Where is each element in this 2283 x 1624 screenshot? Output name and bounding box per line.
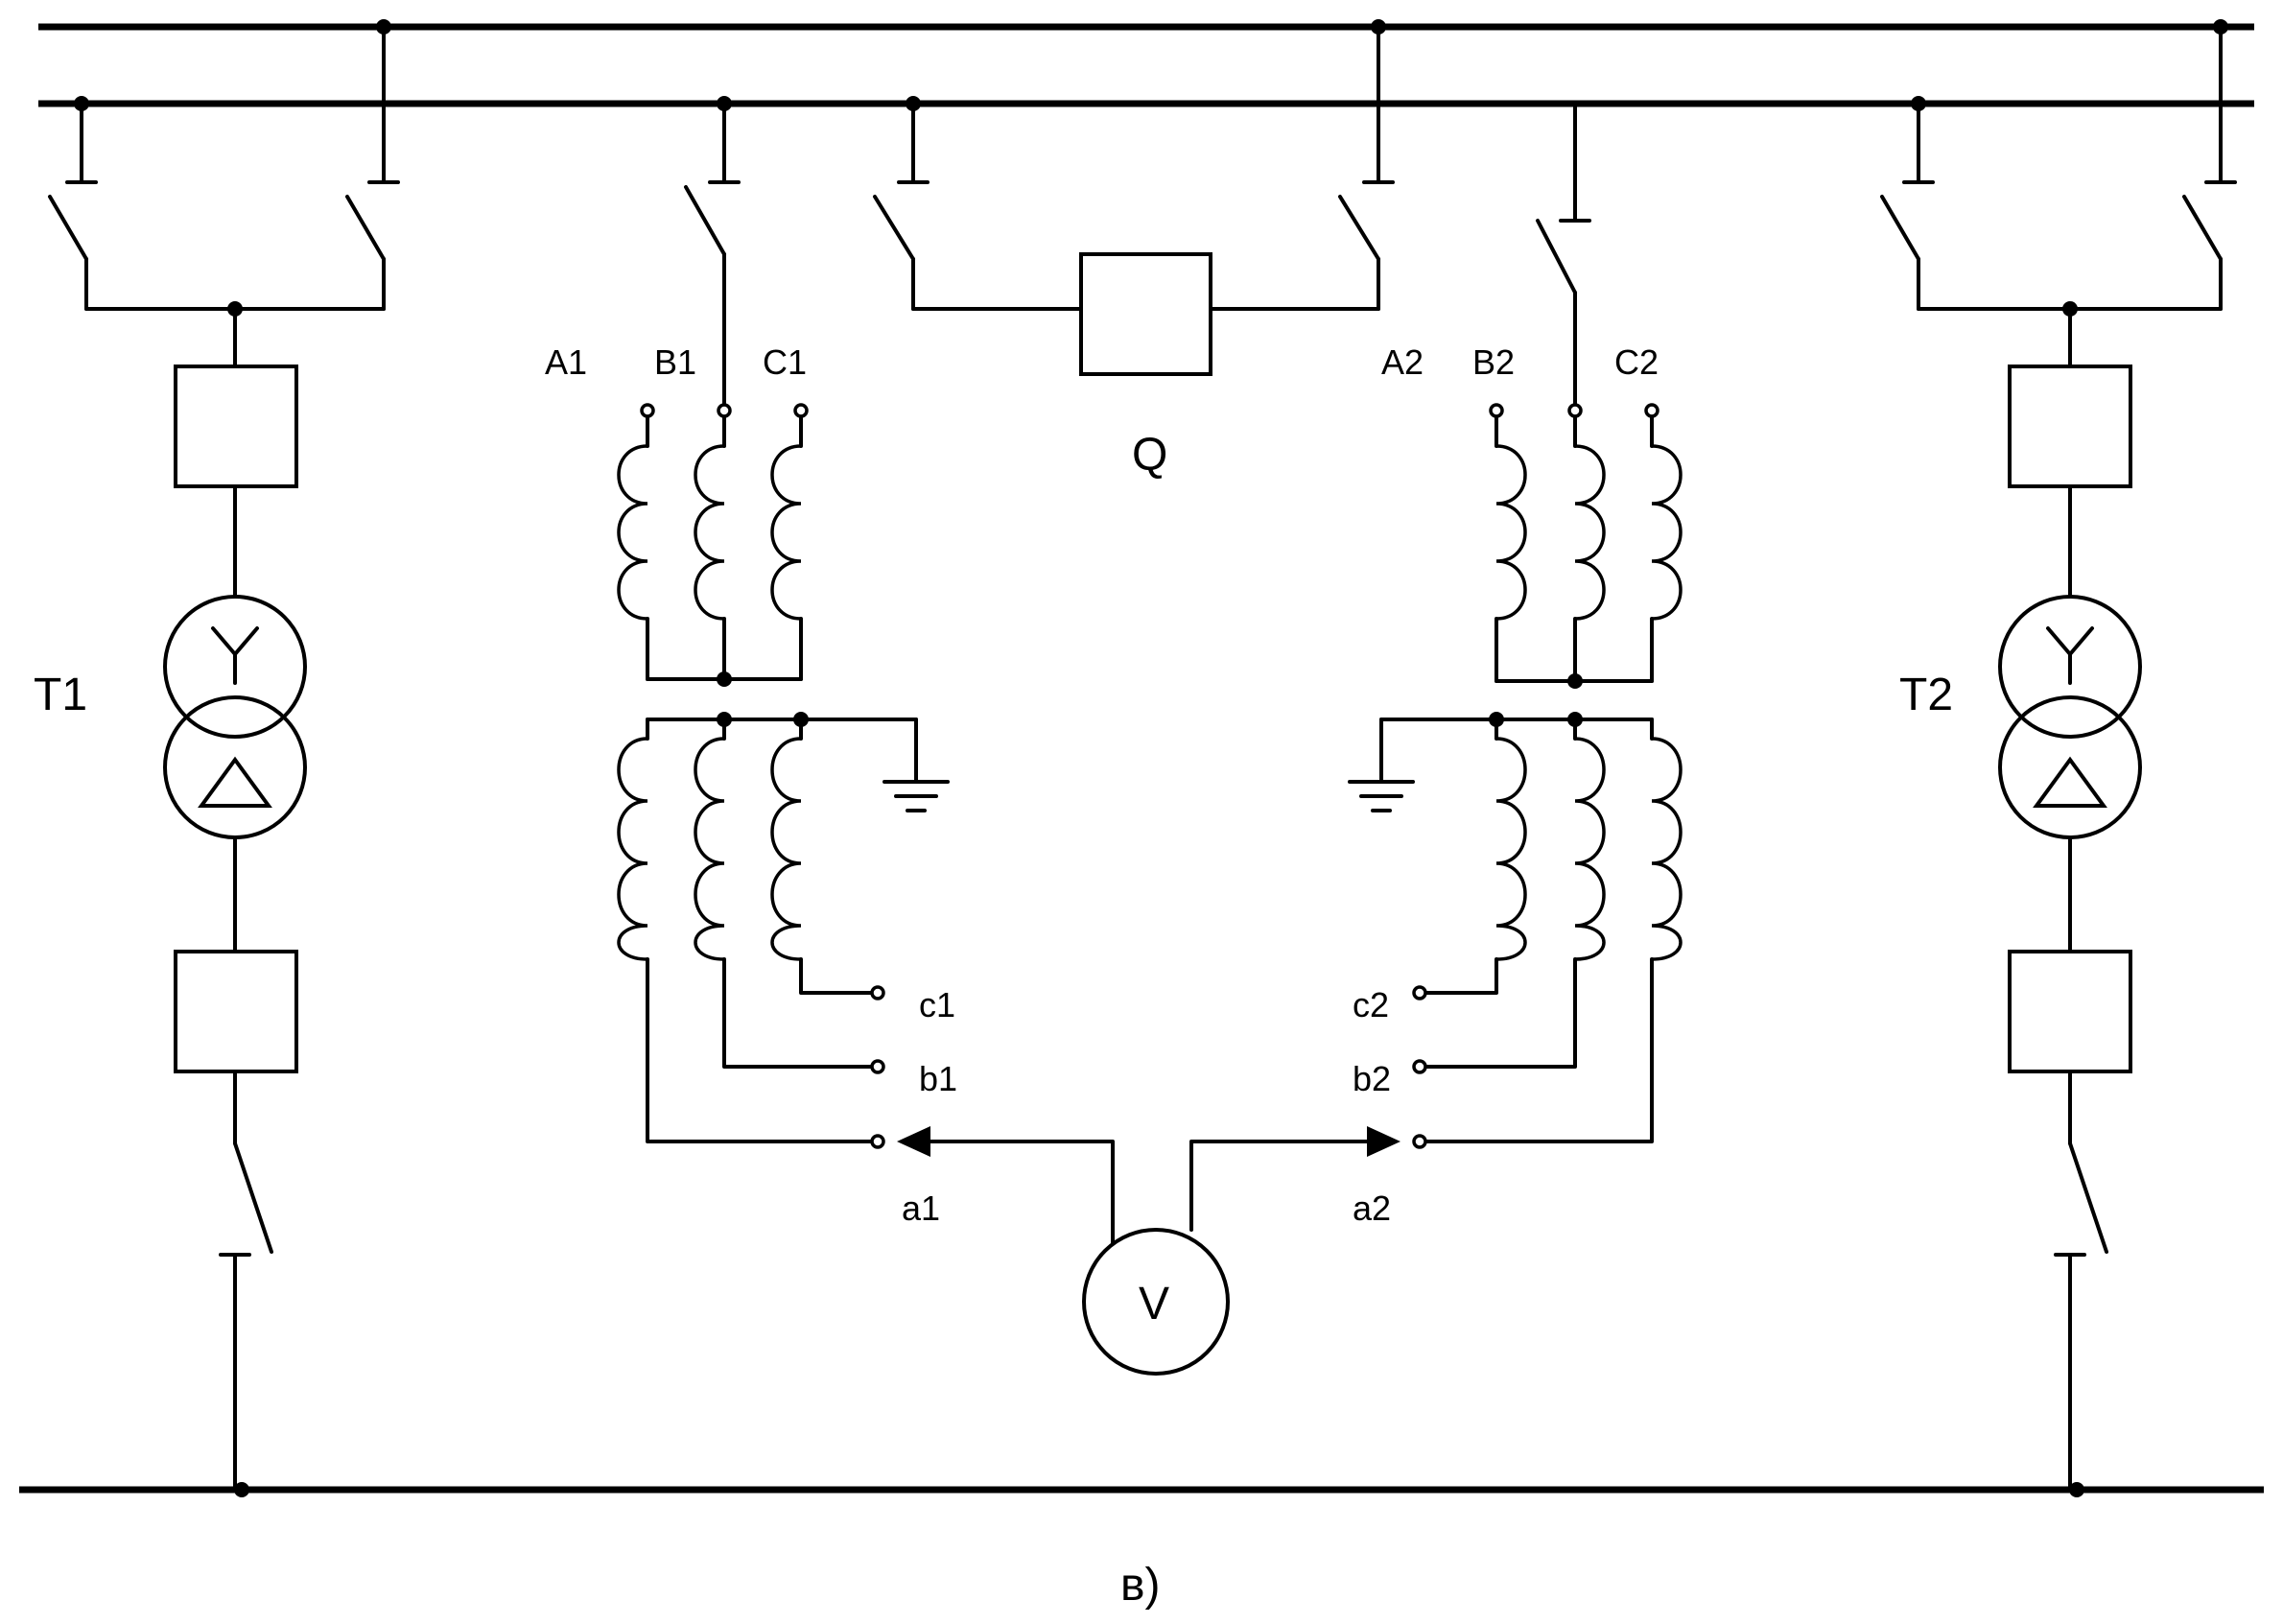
bus-coupler-q	[873, 19, 1395, 376]
label-B1: B1	[654, 342, 696, 382]
transformer-t1-icon	[163, 595, 307, 839]
voltage-transformer-2	[1348, 102, 1683, 1149]
label-a2: a2	[1353, 1189, 1391, 1228]
transformer-t2-icon	[1998, 595, 2142, 839]
label-b2: b2	[1353, 1059, 1391, 1098]
voltmeter-icon	[1082, 1228, 1230, 1376]
bay-t2	[1880, 19, 2237, 1497]
voltmeter-circuit	[897, 1126, 1400, 1376]
bay-t1	[48, 19, 400, 1497]
arrow-right-icon	[1367, 1126, 1400, 1157]
label-A2: A2	[1381, 342, 1424, 382]
label-c1: c1	[919, 985, 955, 1024]
label-V: V	[1139, 1279, 1169, 1330]
label-a1: a1	[902, 1189, 940, 1228]
t2-lower-breaker	[2008, 950, 2132, 1073]
voltage-transformer-1	[617, 96, 950, 1149]
arrow-left-icon	[897, 1126, 930, 1157]
label-T2: T2	[1899, 670, 1953, 720]
caption: в)	[1120, 1560, 1160, 1611]
coupler-breaker	[1079, 252, 1212, 376]
label-b1: b1	[919, 1059, 957, 1098]
label-C2: C2	[1614, 342, 1659, 382]
ground-icon	[883, 780, 950, 812]
t1-upper-breaker	[174, 365, 298, 488]
t1-lower-breaker	[174, 950, 298, 1073]
label-B2: B2	[1472, 342, 1515, 382]
label-C1: C1	[763, 342, 807, 382]
ground-icon	[1348, 780, 1415, 812]
t2-upper-breaker	[2008, 365, 2132, 488]
label-c2: c2	[1353, 985, 1389, 1024]
label-T1: T1	[34, 670, 87, 720]
label-A1: A1	[545, 342, 587, 382]
label-Q: Q	[1132, 430, 1167, 481]
